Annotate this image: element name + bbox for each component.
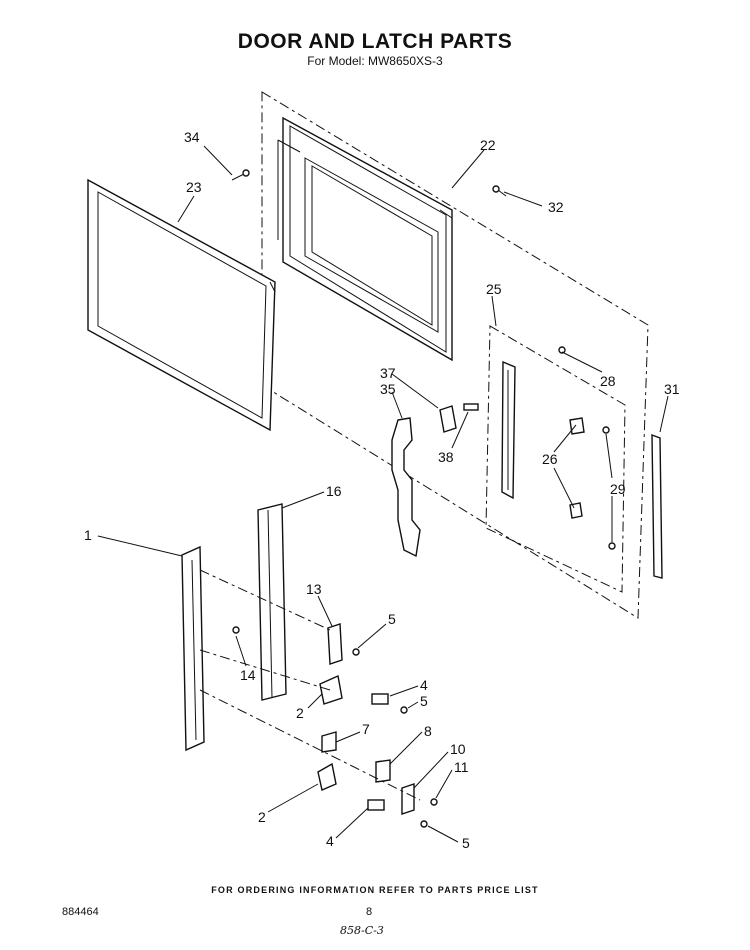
part-38-spring [463, 403, 479, 411]
callout-5b: 5 [420, 693, 428, 709]
callout-26: 26 [542, 451, 558, 467]
callout-22: 22 [480, 137, 496, 153]
part-1-side-bracket [181, 545, 205, 752]
callout-37: 37 [380, 365, 396, 381]
callout-16: 16 [326, 483, 342, 499]
alignment-line [199, 689, 421, 801]
page-number: 8 [366, 906, 373, 918]
screw-34 [231, 169, 250, 181]
part-7-plate [321, 731, 337, 753]
screw-11 [430, 798, 438, 806]
document-number: 884464 [62, 906, 99, 918]
screw-5b [400, 706, 408, 714]
screw-5c [420, 820, 428, 828]
callout-38: 38 [438, 449, 454, 465]
part-10-switch [401, 783, 415, 815]
callout-2b: 2 [258, 809, 266, 825]
part-8-bracket [375, 759, 391, 783]
model-subtitle: For Model: MW8650XS-3 [307, 54, 443, 68]
callout-23: 23 [186, 179, 202, 195]
screw-14 [232, 626, 240, 634]
screw-29a [602, 426, 610, 434]
ordering-note: FOR ORDERING INFORMATION REFER TO PARTS … [211, 885, 539, 895]
part-37-latch-head [439, 405, 457, 433]
part-4a-switch [371, 693, 389, 705]
callout-25: 25 [486, 281, 502, 297]
callout-4b: 4 [326, 833, 334, 849]
part-26-springs [569, 417, 585, 519]
part-23-door-panel [87, 178, 276, 432]
callout-28: 28 [600, 373, 616, 389]
callout-32: 32 [548, 199, 564, 215]
part-4b-switch [367, 799, 385, 811]
callout-13: 13 [306, 581, 322, 597]
part-22-door-frame [277, 116, 453, 362]
callout-34: 34 [184, 129, 200, 145]
callout-5c: 5 [462, 835, 470, 851]
screw-28 [558, 346, 566, 354]
part-13-switch [327, 623, 343, 665]
callout-4a: 4 [420, 677, 428, 693]
part-31-strip [651, 433, 663, 579]
alignment-line [199, 649, 331, 691]
leader-lines [97, 145, 669, 843]
callout-8: 8 [424, 723, 432, 739]
screw-29b [608, 542, 616, 550]
part-2b-actuator [317, 762, 337, 791]
part-2a-actuator [319, 674, 343, 705]
screw-32 [492, 185, 507, 197]
callout-1: 1 [84, 527, 92, 543]
diagram-title: DOOR AND LATCH PARTS [237, 30, 513, 53]
callout-35: 35 [380, 381, 396, 397]
part-25-latch-plate [501, 360, 516, 500]
alignment-line [199, 569, 331, 631]
callout-2a: 2 [296, 705, 304, 721]
callout-10: 10 [450, 741, 466, 757]
part-35-latch-lever [391, 417, 421, 558]
callout-11: 11 [454, 759, 469, 775]
callout-29: 29 [610, 481, 626, 497]
callout-31: 31 [664, 381, 680, 397]
handwritten-code: 858-C-3 [340, 924, 384, 937]
screw-5a [352, 648, 360, 656]
callout-5a: 5 [388, 611, 396, 627]
latch-assembly-outline [485, 325, 626, 593]
callout-7: 7 [362, 721, 370, 737]
callout-14: 14 [240, 667, 256, 683]
part-16-channel [257, 503, 287, 701]
